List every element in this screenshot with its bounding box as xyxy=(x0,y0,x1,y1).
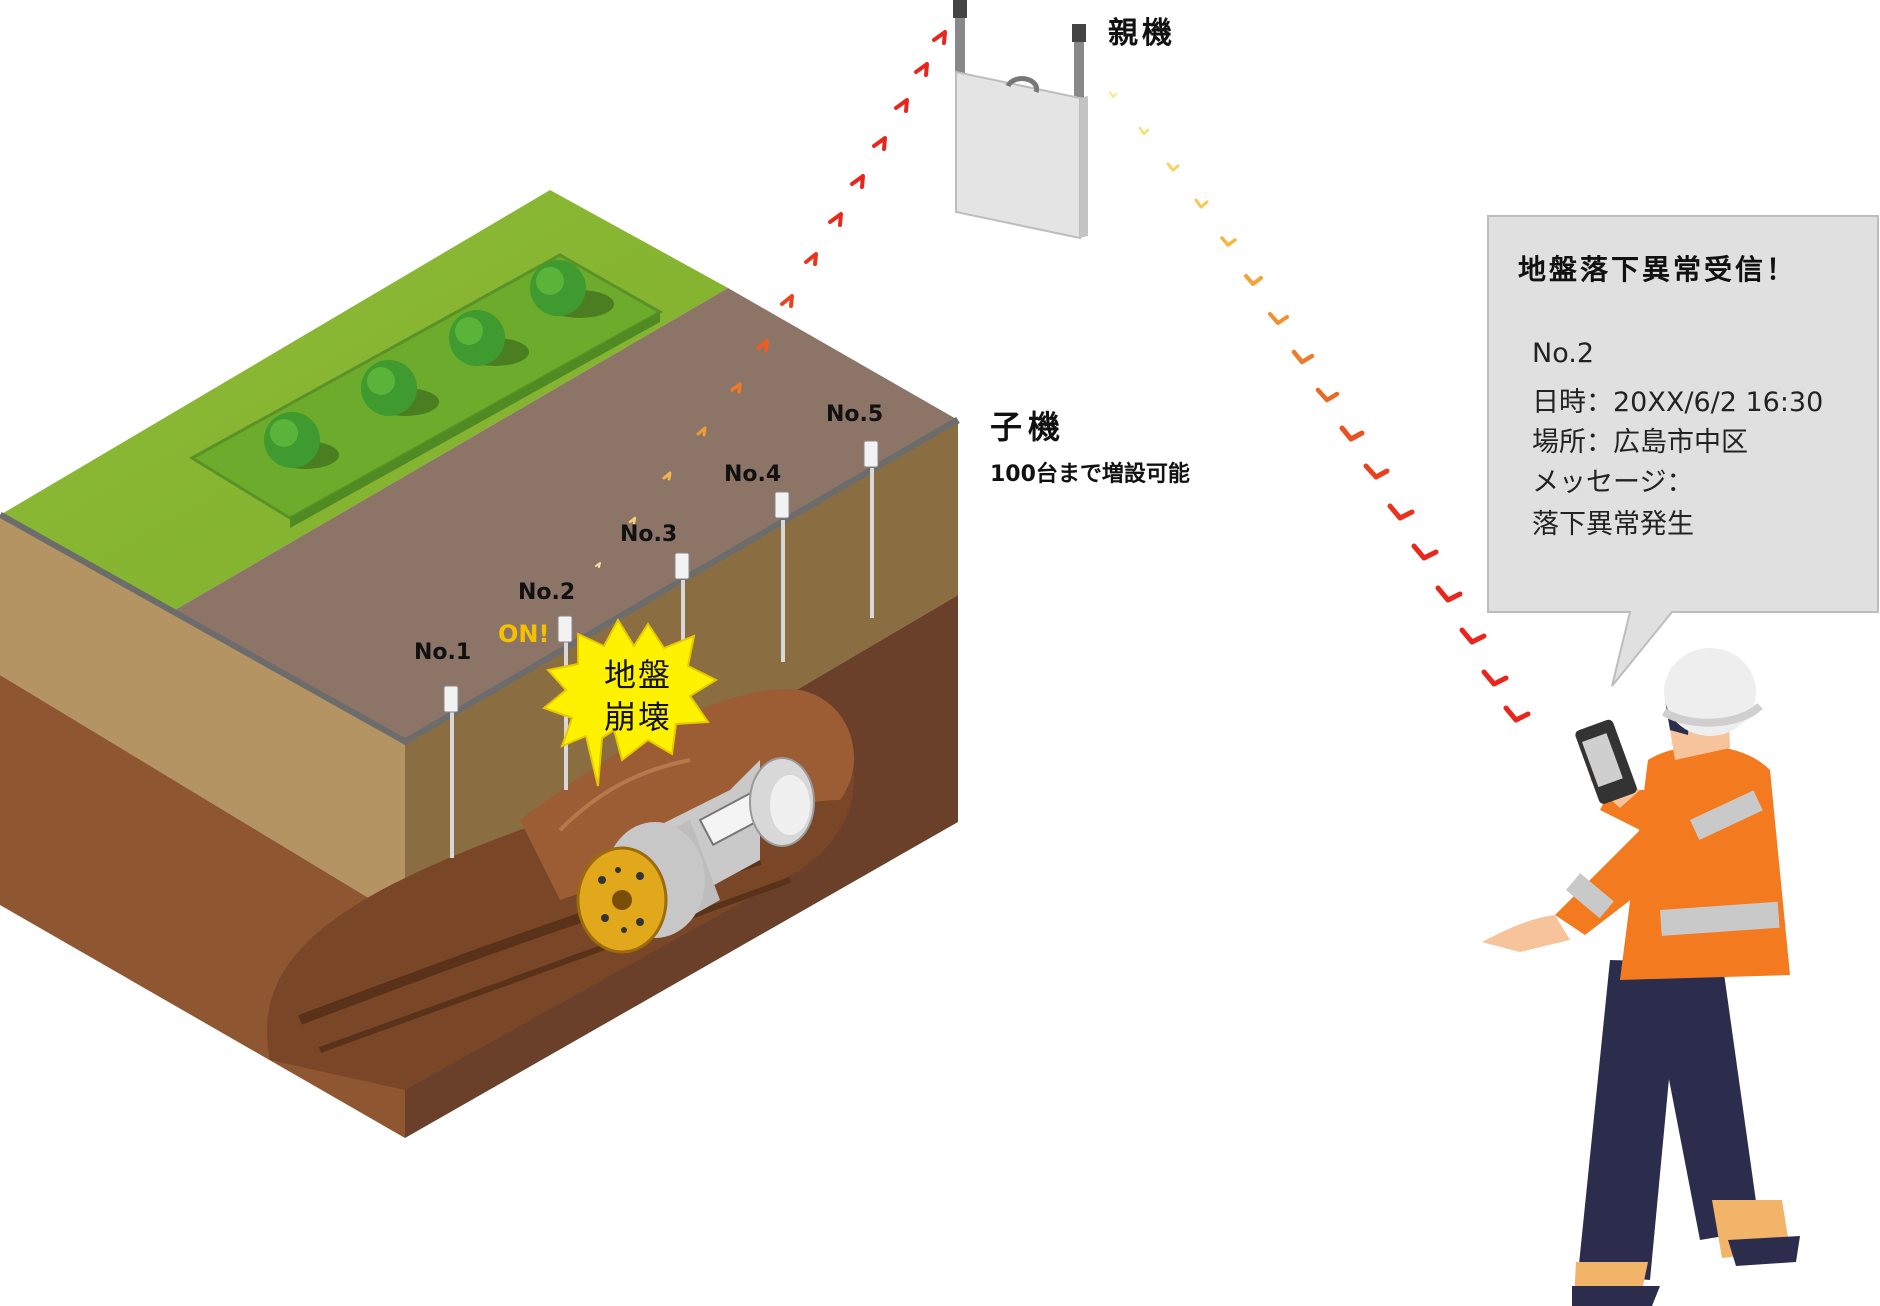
parent-unit-label: 親機 xyxy=(1108,16,1176,51)
collapse-burst xyxy=(541,617,719,787)
road-surface xyxy=(168,288,958,742)
parent-unit-device xyxy=(953,0,1088,240)
worker-figure xyxy=(1482,648,1800,1306)
trees xyxy=(264,260,614,469)
burst-text-line1: 地盤 xyxy=(604,656,673,694)
sensor-label-no4: No.4 xyxy=(724,462,782,487)
message-line-2: 日時：20XX/6/2 16:30 xyxy=(1532,387,1824,418)
sensor-status-on: ON! xyxy=(498,620,550,648)
message-line-3: 場所：広島市中区 xyxy=(1532,427,1748,458)
sensor-label-no1: No.1 xyxy=(414,640,472,665)
message-line-1: No.2 xyxy=(1532,338,1595,369)
planter-bed-side xyxy=(290,312,660,528)
signal-path-child-to-parent xyxy=(595,30,947,568)
message-line-4: メッセージ： xyxy=(1532,467,1694,498)
surface-edge xyxy=(0,416,960,747)
message-line-5: 落下異常発生 xyxy=(1532,509,1694,540)
message-bubble xyxy=(1487,215,1879,687)
sensor-label-no5: No.5 xyxy=(826,402,884,427)
child-unit-note: 100台まで増設可能 xyxy=(990,462,1190,487)
message-title: 地盤落下異常受信！ xyxy=(1518,253,1798,286)
tbm-machine xyxy=(576,757,815,954)
soil-layer-upper-front xyxy=(0,518,405,920)
signal-path-parent-to-worker xyxy=(1109,91,1531,723)
sensor-label-no2: No.2 xyxy=(518,580,576,605)
burst-text-line2: 崩壊 xyxy=(604,698,673,736)
sensor-label-no3: No.3 xyxy=(620,522,678,547)
child-unit-label: 子機 xyxy=(990,408,1067,446)
